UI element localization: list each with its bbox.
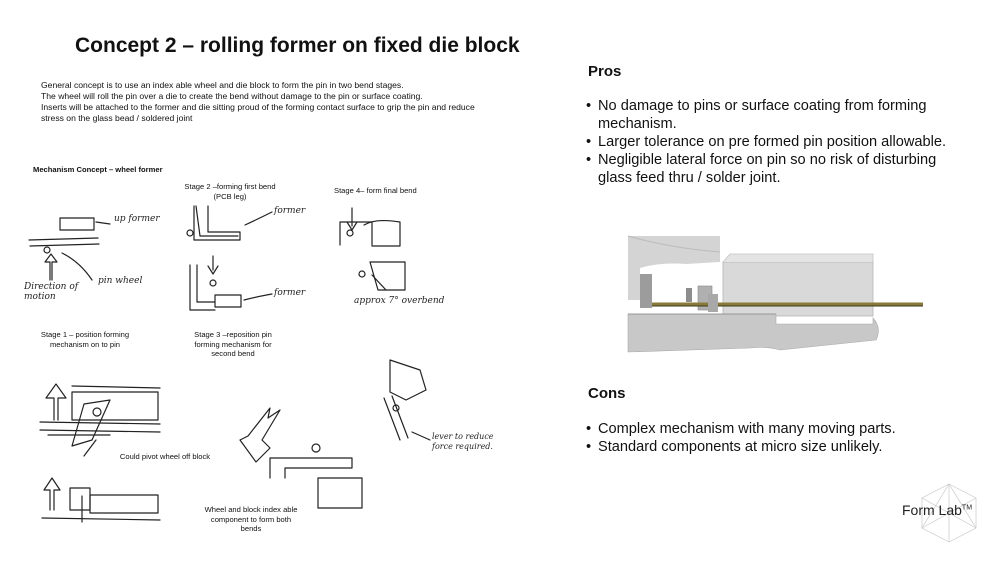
label-lever: lever to reduce force required.	[432, 432, 494, 451]
label-former-b: former	[274, 288, 306, 298]
lever-sketch	[383, 359, 431, 441]
list-item: Negligible lateral force on pin so no ri…	[586, 151, 966, 187]
page-title: Concept 2 – rolling former on fixed die …	[75, 34, 520, 57]
bottom-left-sketch	[41, 477, 161, 523]
intro-line: Inserts will be attached to the former a…	[41, 102, 475, 112]
polyhedron-logo-icon	[921, 483, 977, 543]
stage3-caption: Stage 3 –reposition pin forming mechanis…	[194, 330, 272, 358]
mechanism-render	[627, 235, 923, 353]
index-caption: Wheel and block index able component to …	[204, 505, 298, 533]
pros-heading: Pros	[588, 63, 622, 80]
stage2-sketch	[186, 205, 273, 311]
label-overbend: approx 7° overbend	[354, 296, 445, 306]
mechanism-concept-caption: Mechanism Concept – wheel former	[33, 165, 163, 174]
form-lab-logo: Form LabTM	[902, 502, 972, 518]
intro-line: General concept is to use an index able …	[41, 80, 404, 90]
stage4-sketch	[339, 207, 406, 291]
label-former-a: former	[274, 206, 306, 216]
list-item: Complex mechanism with many moving parts…	[586, 420, 966, 438]
stage1-sketch	[28, 217, 111, 281]
list-item: Larger tolerance on pre formed pin posit…	[586, 133, 966, 151]
intro-text: General concept is to use an index able …	[41, 80, 521, 124]
index-sketch	[239, 407, 363, 509]
pivot-caption: Could pivot wheel off block	[119, 452, 211, 461]
intro-line: The wheel will roll the pin over a die t…	[41, 91, 423, 101]
intro-line: stress on the glass bead / soldered join…	[41, 113, 193, 123]
cons-heading: Cons	[588, 385, 626, 402]
logo-tm: TM	[961, 504, 973, 512]
pivot-sketch	[39, 383, 161, 457]
mechanism-sketches	[28, 205, 431, 523]
list-item: No damage to pins or surface coating fro…	[586, 97, 966, 133]
label-up-former: up former	[114, 214, 160, 224]
label-pin-wheel: pin wheel	[98, 276, 143, 286]
logo-text: Form Lab	[902, 502, 962, 518]
cons-list: Complex mechanism with many moving parts…	[586, 420, 966, 456]
pros-list: No damage to pins or surface coating fro…	[586, 97, 966, 187]
list-item: Standard components at micro size unlike…	[586, 438, 966, 456]
stage4-caption: Stage 4– form final bend	[334, 186, 417, 195]
label-direction: Direction of motion	[24, 282, 79, 302]
stage1-caption: Stage 1 – position forming mechanism on …	[40, 330, 130, 349]
stage2-caption: Stage 2 –forming first bend (PCB leg)	[184, 182, 276, 201]
